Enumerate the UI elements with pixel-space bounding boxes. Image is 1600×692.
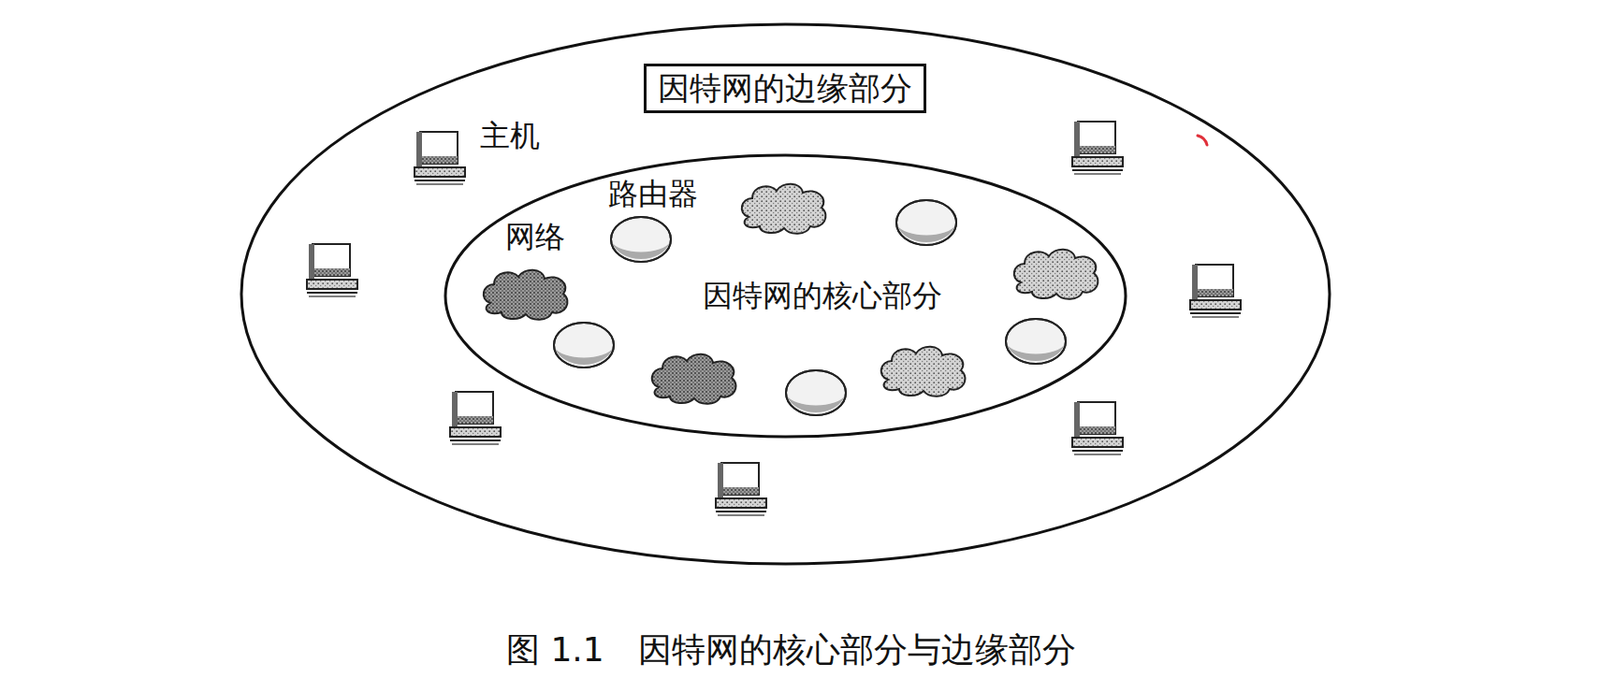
- part-label: 路由器: [608, 176, 699, 212]
- figure-caption: 图 1.1 因特网的核心部分与边缘部分: [506, 630, 1077, 670]
- network-clouds: [483, 184, 1099, 405]
- host-icons: [306, 121, 1241, 516]
- router-icons: [553, 200, 1066, 416]
- core-region: 因特网的核心部分: [443, 153, 1128, 439]
- region-label: 因特网的核心部分: [702, 278, 943, 314]
- red-pen-mark: [1197, 135, 1208, 146]
- part-label: 主机: [480, 118, 540, 154]
- part-label: 网络: [505, 219, 566, 255]
- edge-region: 因特网的边缘部分因特网的核心部分: [239, 22, 1332, 567]
- region-title: 因特网的边缘部分: [643, 63, 927, 114]
